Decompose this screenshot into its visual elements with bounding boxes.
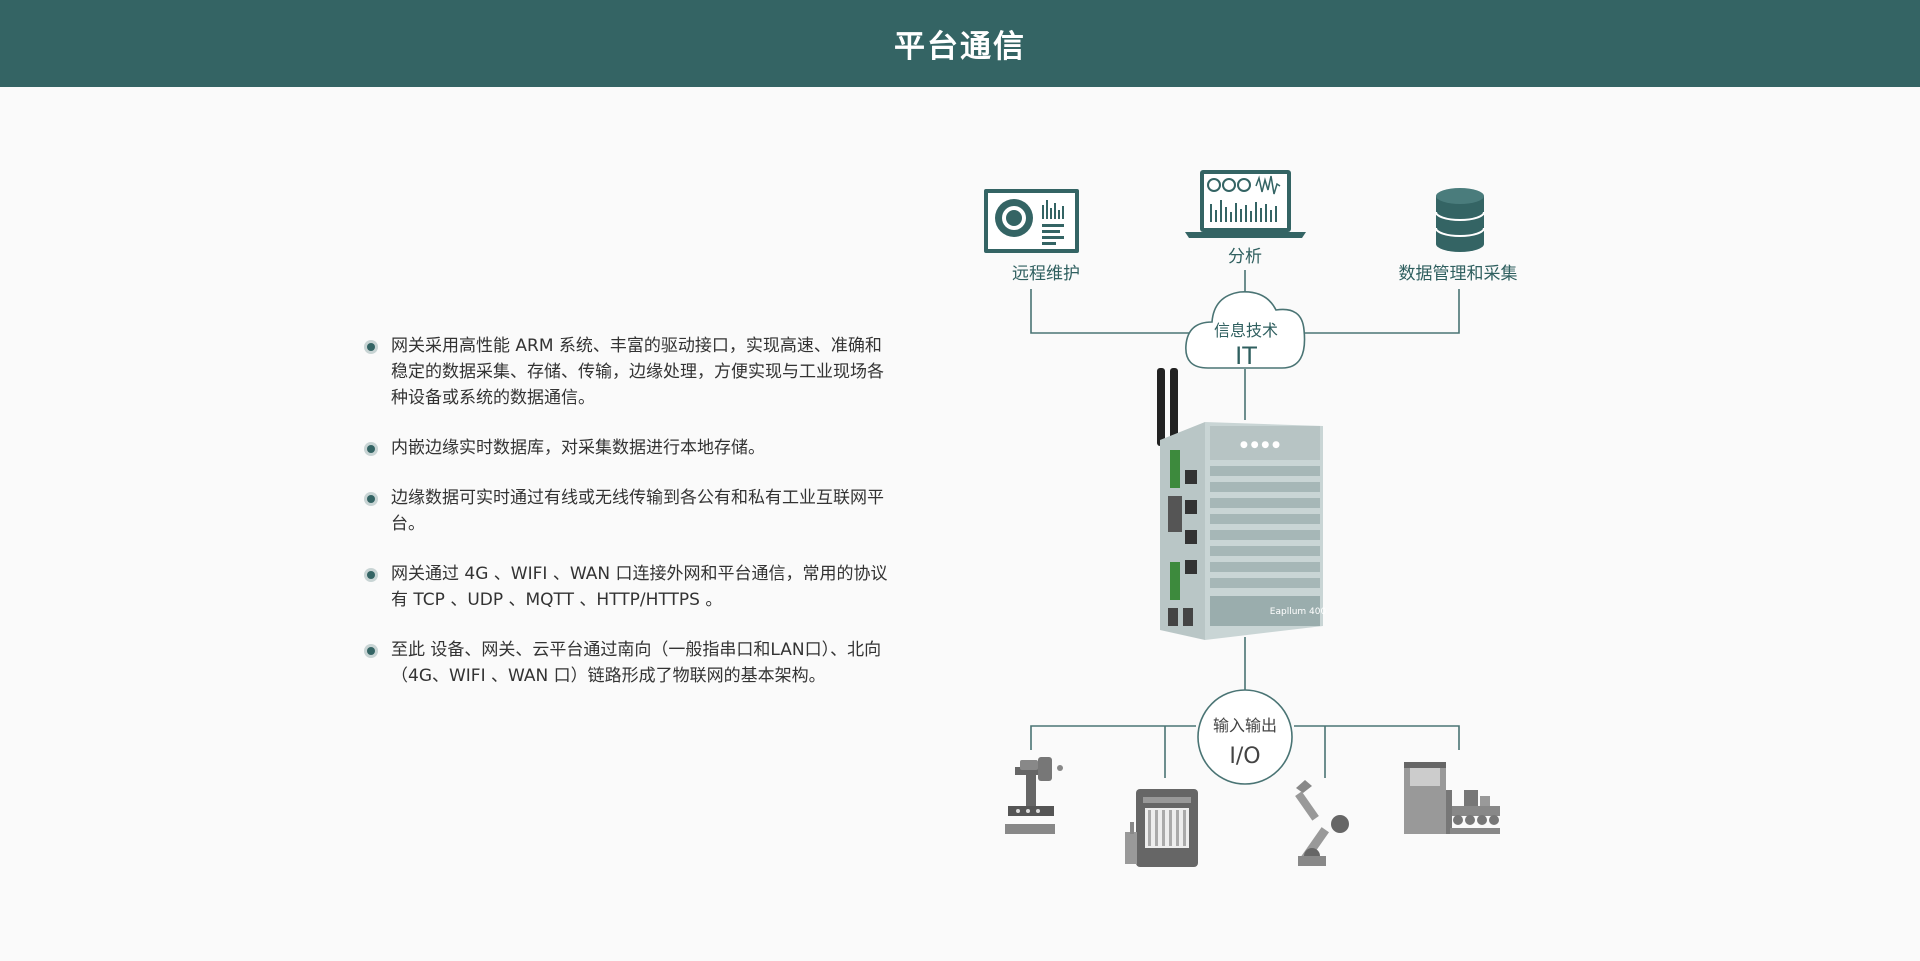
cloud-icon — [1185, 291, 1306, 369]
cloud-label: 信息技术 — [1214, 321, 1278, 340]
io-sub-label: I/O — [1229, 744, 1260, 769]
bullet-icon — [364, 340, 378, 354]
node-label-remote: 远程维护 — [1012, 264, 1080, 284]
list-item-text: 内嵌边缘实时数据库，对采集数据进行本地存储。 — [391, 438, 765, 458]
cloud-sub-label: IT — [1235, 342, 1257, 370]
robot-arm-icon — [1295, 780, 1349, 866]
bullet-icon — [364, 568, 378, 582]
bullet-icon — [364, 442, 378, 456]
list-item: 边缘数据可实时通过有线或无线传输到各公有和私有工业互联网平台。 — [360, 485, 890, 537]
bullet-icon — [364, 492, 378, 506]
database-icon — [1435, 188, 1485, 252]
list-item: 内嵌边缘实时数据库，对采集数据进行本地存储。 — [360, 435, 890, 461]
io-label: 输入输出 — [1213, 716, 1277, 735]
list-item-text: 边缘数据可实时通过有线或无线传输到各公有和私有工业互联网平台。 — [391, 488, 884, 534]
list-item-text: 网关通过 4G 、WIFI 、WAN 口连接外网和平台通信，常用的协议有 TCP… — [391, 564, 888, 610]
cabinet-machine-icon — [1125, 789, 1198, 867]
list-item: 网关通过 4G 、WIFI 、WAN 口连接外网和平台通信，常用的协议有 TCP… — [360, 561, 890, 613]
io-circle — [1197, 689, 1293, 785]
device-brand-label: Eapllum 400 — [1270, 607, 1327, 617]
conveyor-machine-icon — [1404, 762, 1500, 834]
page-title: 平台通信 — [894, 29, 1026, 65]
gateway-device-icon: ● ● ● ● Eapllum 400 — [1157, 368, 1326, 640]
list-item-text: 至此 设备、网关、云平台通过南向（一般指串口和LAN口）、北向（4G、WIFI … — [391, 640, 882, 686]
list-item-text: 网关采用高性能 ARM 系统、丰富的驱动接口，实现高速、准确和稳定的数据采集、存… — [391, 336, 884, 408]
monitor-dashboard-icon — [984, 189, 1079, 253]
cnc-machine-icon — [1005, 757, 1063, 834]
node-label-analysis: 分析 — [1228, 247, 1262, 267]
connector-lines — [1030, 270, 1460, 778]
page-header: 平台通信 — [0, 0, 1920, 87]
svg-text:● ● ● ●: ● ● ● ● — [1240, 440, 1280, 450]
bullet-icon — [364, 644, 378, 658]
list-item: 网关采用高性能 ARM 系统、丰富的驱动接口，实现高速、准确和稳定的数据采集、存… — [360, 333, 890, 411]
list-item: 至此 设备、网关、云平台通过南向（一般指串口和LAN口）、北向（4G、WIFI … — [360, 637, 890, 689]
feature-list: 网关采用高性能 ARM 系统、丰富的驱动接口，实现高速、准确和稳定的数据采集、存… — [360, 333, 890, 713]
laptop-analytics-icon — [1185, 170, 1306, 238]
node-label-data: 数据管理和采集 — [1399, 264, 1518, 284]
